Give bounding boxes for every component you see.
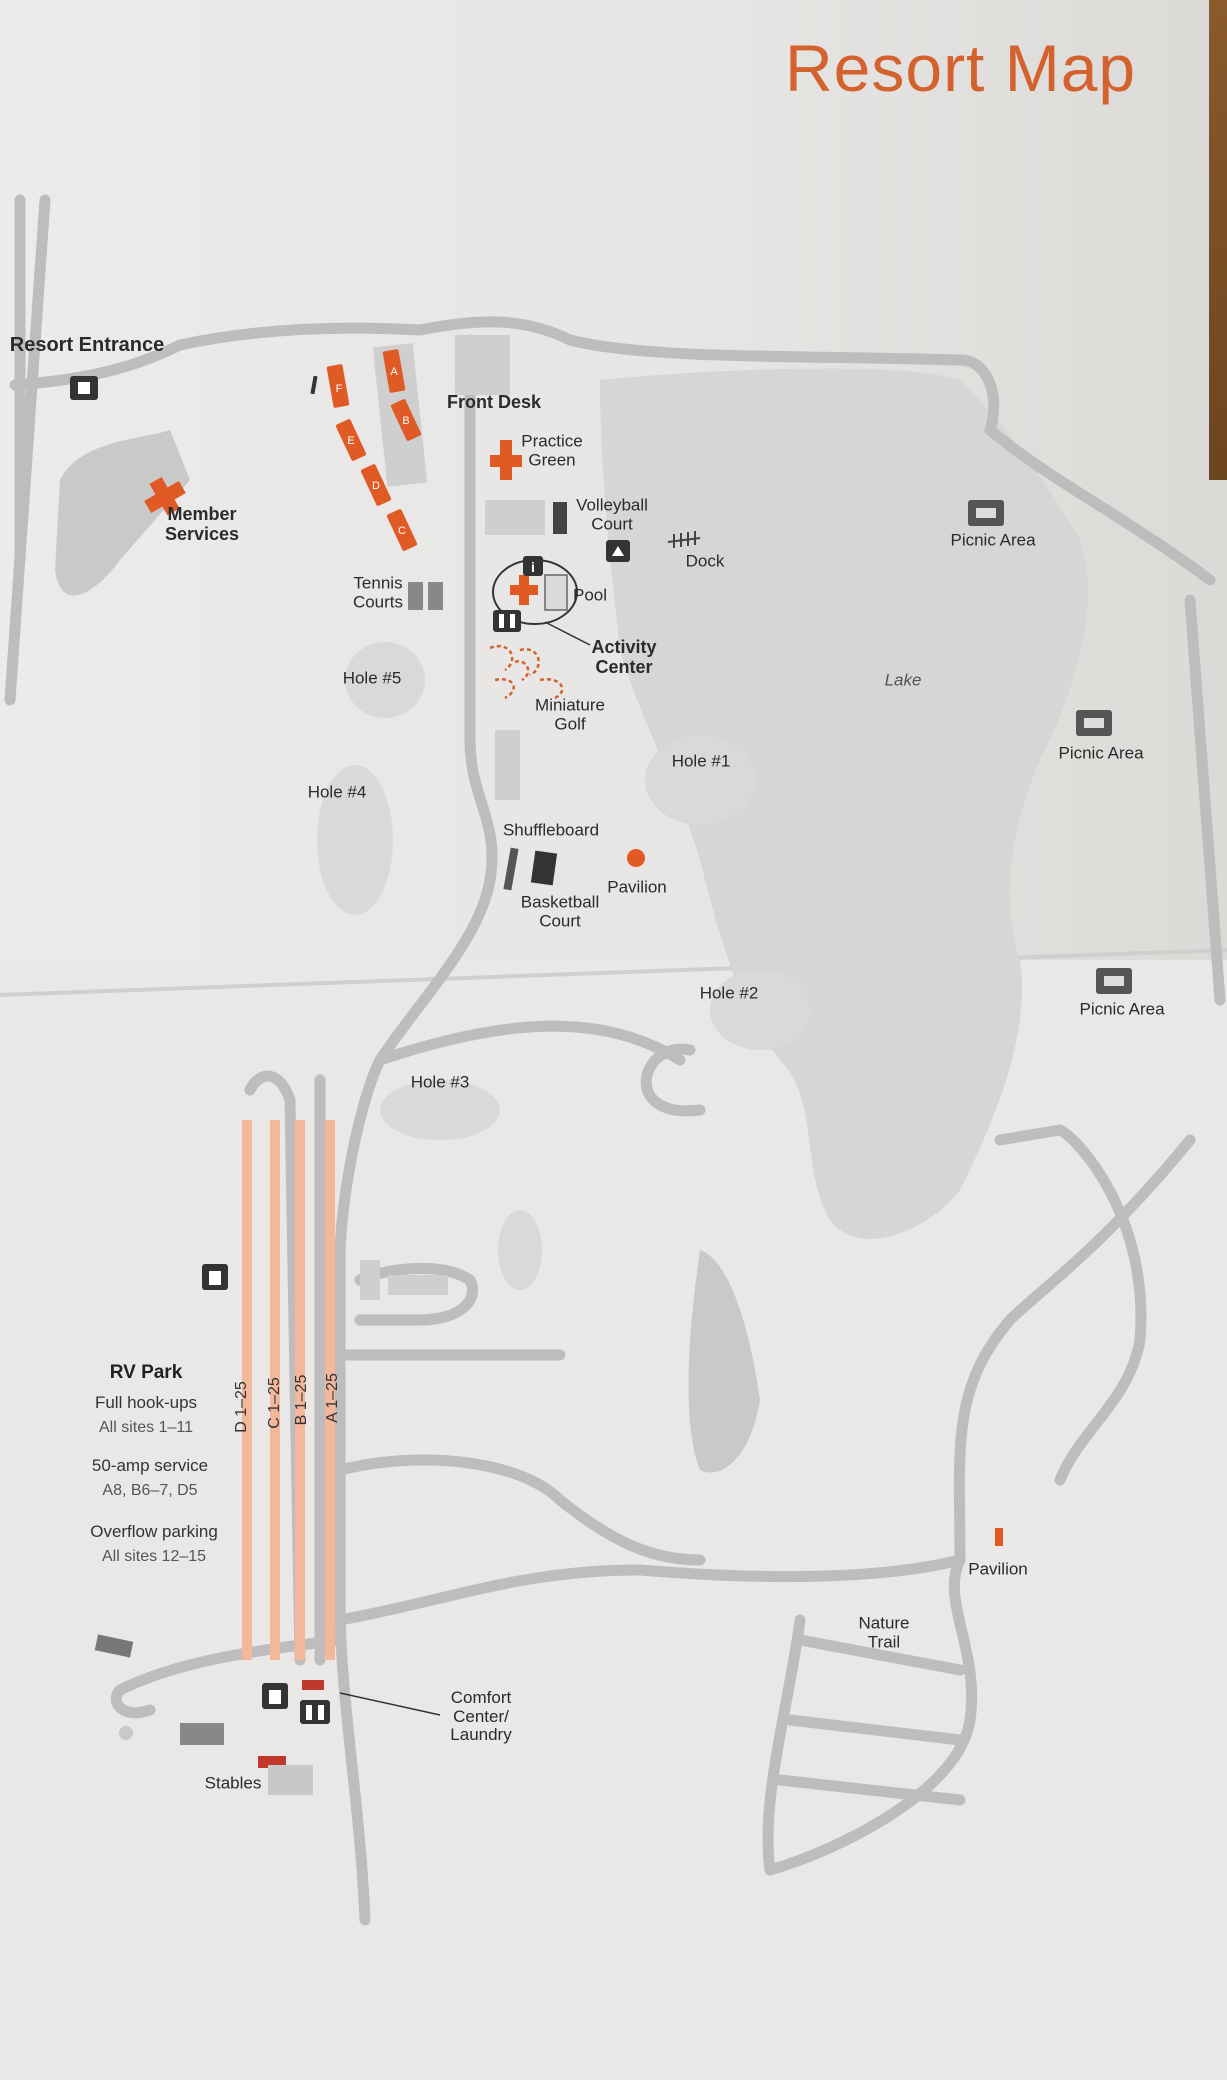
miniature-golf-label: Miniature Golf (535, 695, 605, 733)
practice-green-label: Practice Green (521, 431, 583, 469)
miniature-golf-marker (489, 644, 564, 700)
rv-overflow-sites: All sites 12–15 (101, 1548, 207, 1565)
rv-building (180, 1723, 224, 1745)
pavilion-label-2: Pavilion (968, 1559, 1028, 1579)
rv-rows (242, 1120, 335, 1660)
trash-icon (202, 1264, 228, 1290)
pavilion-label-1: Pavilion (607, 877, 667, 897)
tennis-courts-label: Tennis Courts (352, 573, 404, 611)
roads (4, 194, 1226, 1926)
nature-trail-label: Nature Trail (858, 1613, 910, 1651)
practice-green-marker (490, 440, 522, 480)
rv-row-a-label: A 1–25 (324, 1373, 341, 1423)
building-letter-f: F (336, 383, 343, 395)
building-letter-c: C (398, 525, 406, 537)
dock-icon (667, 531, 701, 548)
activity-center-label: Activity Center (591, 637, 657, 677)
comfort-center-label: Comfort Center/ Laundry (450, 1687, 512, 1745)
picnic-area-label-2: Picnic Area (1058, 743, 1144, 763)
picnic-area-label-3: Picnic Area (1079, 999, 1165, 1019)
info-icon (523, 556, 543, 576)
picnic-table-icon-2 (1076, 710, 1112, 736)
hole-5-label: Hole #5 (342, 668, 402, 688)
shuffleboard-marker (503, 847, 519, 891)
basketball-court-label: Basketball Court (520, 892, 600, 930)
hole-4-label: Hole #4 (307, 782, 367, 802)
hole-3-label: Hole #3 (410, 1072, 470, 1092)
comfort-center-marker (302, 1680, 324, 1690)
stables-label: Stables (204, 1773, 262, 1793)
restroom-icon-rv (300, 1700, 330, 1724)
member-services-label: Member Services (164, 504, 240, 544)
dock-label: Dock (685, 551, 725, 571)
golf-fairways (317, 642, 810, 1290)
page-fold (0, 948, 1227, 997)
rv-row-d-label: D 1–25 (233, 1381, 250, 1433)
picnic-table-icon (968, 500, 1004, 526)
volleyball-court-label: Volleyball Court (576, 495, 648, 533)
member-services-building (55, 430, 190, 596)
building-letter-a: A (390, 366, 398, 378)
lake (600, 368, 1088, 1239)
pool-marker (544, 574, 568, 611)
shuffleboard-label: Shuffleboard (502, 820, 600, 840)
resort-buildings (326, 349, 422, 551)
hole-2-label: Hole #2 (699, 983, 759, 1003)
volleyball-court-marker (553, 502, 567, 534)
member-services-marker (144, 477, 186, 516)
pool-label: Pool (572, 585, 608, 605)
svg-text:i: i (531, 559, 535, 575)
rv-full-hookups-sites: All sites 1–11 (99, 1419, 193, 1436)
page-title: Resort Map (785, 31, 1137, 105)
picnic-table-icon-3 (1096, 968, 1132, 994)
building-letter-b: B (402, 415, 409, 427)
restroom-icon (493, 610, 521, 632)
tennis-courts-marker (408, 582, 443, 610)
building-letters: F A B E D C (336, 366, 410, 537)
lake-label: Lake (884, 670, 922, 690)
entrance-icon (70, 376, 98, 400)
pavilion-marker-1 (627, 849, 645, 867)
building-letter-d: D (372, 480, 380, 492)
lower-page (0, 960, 1227, 2080)
rv-row-c-label: C 1–25 (266, 1377, 283, 1429)
activity-center-leader (544, 621, 591, 646)
activity-center-marker (510, 575, 538, 605)
pavilion-marker-2 (995, 1528, 1003, 1546)
stables-building (268, 1765, 313, 1795)
rv-row-b-label: B 1–25 (293, 1374, 310, 1426)
rv-amp-service: 50-amp service (91, 1456, 209, 1475)
rv-overflow: Overflow parking (90, 1522, 218, 1541)
rv-building-2 (94, 1634, 134, 1658)
rv-amp-service-sites: A8, B6–7, D5 (102, 1482, 198, 1499)
trash-icon-rv (262, 1683, 288, 1709)
rv-park-title: RV Park (109, 1362, 183, 1383)
hole-1-label: Hole #1 (671, 751, 731, 771)
picnic-area-label-1: Picnic Area (950, 530, 1036, 550)
comfort-center-leader (339, 1692, 441, 1716)
building-letter-e: E (347, 435, 354, 447)
front-desk-label: Front Desk (446, 392, 542, 413)
basketball-court-marker (530, 850, 558, 886)
rv-full-hookups: Full hook-ups (94, 1393, 198, 1412)
island (688, 1250, 760, 1473)
resort-entrance-label: Resort Entrance (9, 334, 165, 356)
